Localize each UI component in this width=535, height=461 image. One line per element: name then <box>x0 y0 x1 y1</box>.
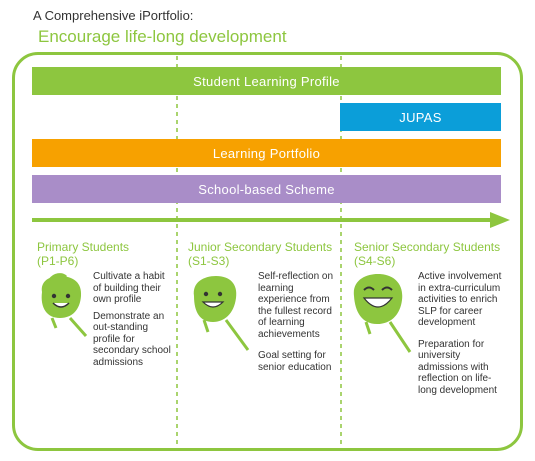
senior-description: Active involvement in extra-curriculum a… <box>418 271 502 396</box>
junior-item-1: Self-reflection on learning experience f… <box>258 271 334 340</box>
junior-stage-range: (S1-S3) <box>188 254 230 268</box>
senior-item-2: Preparation for university admissions wi… <box>418 338 497 396</box>
senior-stage-name: Senior Secondary Students <box>354 240 501 254</box>
grinning-face-icon <box>193 276 250 351</box>
primary-item-1: Cultivate a habit of building their own … <box>93 271 165 305</box>
junior-item-2: Goal setting for senior education <box>258 350 332 373</box>
school-based-scheme-bar: School-based Scheme <box>32 175 501 203</box>
laughing-face-icon <box>353 274 412 353</box>
junior-stage-title: Junior Secondary Students (S1-S3) <box>188 240 332 268</box>
senior-stage-title: Senior Secondary Students (S4-S6) <box>354 240 500 268</box>
senior-stage-range: (S4-S6) <box>354 254 396 268</box>
jupas-bar: JUPAS <box>340 103 501 131</box>
diagram-subtitle: Encourage life-long development <box>38 27 287 46</box>
primary-stage-name: Primary Students <box>37 240 130 254</box>
jupas-bar-label: JUPAS <box>399 109 442 125</box>
junior-stage-name: Junior Secondary Students <box>188 240 333 254</box>
primary-description: Cultivate a habit of building their own … <box>93 271 171 368</box>
school-based-scheme-bar-label: School-based Scheme <box>198 181 335 197</box>
slp-bar: Student Learning Profile <box>32 67 501 95</box>
timeline-arrow <box>32 212 510 228</box>
primary-stage-title: Primary Students (P1-P6) <box>37 240 129 268</box>
primary-item-2: Demonstrate an out-standing profile for … <box>93 310 171 368</box>
learning-portfolio-bar: Learning Portfolio <box>32 139 501 167</box>
smiling-face-icon <box>41 273 88 337</box>
slp-bar-label: Student Learning Profile <box>193 73 340 89</box>
junior-description: Self-reflection on learning experience f… <box>258 271 338 373</box>
learning-portfolio-bar-label: Learning Portfolio <box>212 145 321 161</box>
primary-stage-range: (P1-P6) <box>37 254 79 268</box>
diagram-frame <box>12 52 523 451</box>
diagram-title: A Comprehensive iPortfolio: <box>33 8 194 23</box>
senior-item-1: Active involvement in extra-curriculum a… <box>418 271 502 328</box>
